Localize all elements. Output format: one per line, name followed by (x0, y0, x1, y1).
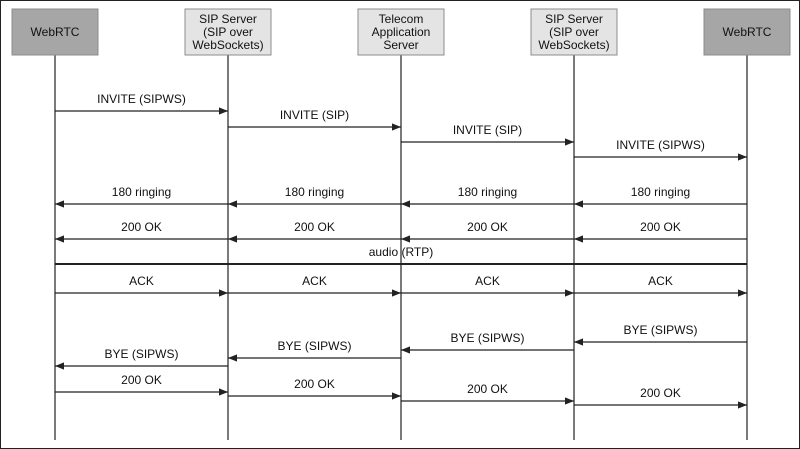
message-label: BYE (SIPWS) (450, 331, 524, 345)
message: BYE (SIPWS) (55, 347, 228, 370)
message: INVITE (SIPWS) (55, 92, 228, 115)
message-label: ACK (129, 274, 154, 288)
message-label: ACK (648, 274, 673, 288)
message: 180 ringing (228, 185, 401, 208)
message: INVITE (SIP) (228, 108, 401, 131)
message: 180 ringing (574, 185, 747, 208)
participant-label: WebRTC (31, 25, 80, 39)
participant-label: SIP Server (199, 12, 257, 26)
message: 180 ringing (55, 185, 228, 208)
message-label: INVITE (SIPWS) (616, 138, 705, 152)
message-label: 180 ringing (285, 185, 344, 199)
participant-box (703, 8, 791, 56)
message-label: BYE (SIPWS) (104, 347, 178, 361)
message-label: 180 ringing (631, 185, 690, 199)
message-label: 200 OK (640, 220, 681, 234)
message: ACK (401, 274, 574, 297)
message: BYE (SIPWS) (228, 339, 401, 362)
message-label: 200 OK (640, 386, 681, 400)
message-label: 200 OK (294, 220, 335, 234)
message: 200 OK (55, 220, 228, 243)
message-label: 200 OK (294, 377, 335, 391)
participant-box (11, 8, 99, 56)
message: BYE (SIPWS) (401, 331, 574, 354)
message: ACK (574, 274, 747, 297)
message: INVITE (SIP) (401, 123, 574, 146)
message: 200 OK (401, 220, 574, 243)
participant-box (184, 8, 272, 56)
message: ACK (228, 274, 401, 297)
participant-label: (SIP over (203, 25, 253, 39)
media-stream-label: audio (RTP) (369, 245, 433, 259)
message: INVITE (SIPWS) (574, 138, 747, 161)
participant-label: WebRTC (723, 25, 772, 39)
participant-label: SIP Server (545, 12, 603, 26)
message-label: 200 OK (121, 220, 162, 234)
participant-label: Application (372, 25, 431, 39)
message-label: 180 ringing (458, 185, 517, 199)
message-label: BYE (SIPWS) (623, 323, 697, 337)
message: 200 OK (228, 377, 401, 400)
message-label: 200 OK (467, 220, 508, 234)
message-label: INVITE (SIP) (280, 108, 349, 122)
participant-label: WebSockets) (192, 38, 263, 52)
message-label: 200 OK (467, 382, 508, 396)
message: BYE (SIPWS) (574, 323, 747, 346)
message-label: ACK (475, 274, 500, 288)
message: 200 OK (574, 220, 747, 243)
message-label: BYE (SIPWS) (277, 339, 351, 353)
message-label: 200 OK (121, 373, 162, 387)
message: 200 OK (55, 373, 228, 396)
participant-label: Server (383, 38, 418, 52)
participant-label: (SIP over (549, 25, 599, 39)
participant-webrtc-left: WebRTC (11, 8, 99, 56)
message: 200 OK (228, 220, 401, 243)
participant-label: Telecom (379, 12, 424, 26)
participant-box (530, 8, 618, 56)
message: 200 OK (574, 386, 747, 409)
message-label: INVITE (SIPWS) (97, 92, 186, 106)
message-label: 180 ringing (112, 185, 171, 199)
message: 200 OK (401, 382, 574, 405)
message-label: ACK (302, 274, 327, 288)
participant-webrtc-right: WebRTC (703, 8, 791, 56)
media-stream: audio (RTP) (55, 245, 747, 265)
message-label: INVITE (SIP) (453, 123, 522, 137)
participant-label: WebSockets) (538, 38, 609, 52)
message: ACK (55, 274, 228, 297)
message: 180 ringing (401, 185, 574, 208)
participant-box (357, 8, 445, 56)
